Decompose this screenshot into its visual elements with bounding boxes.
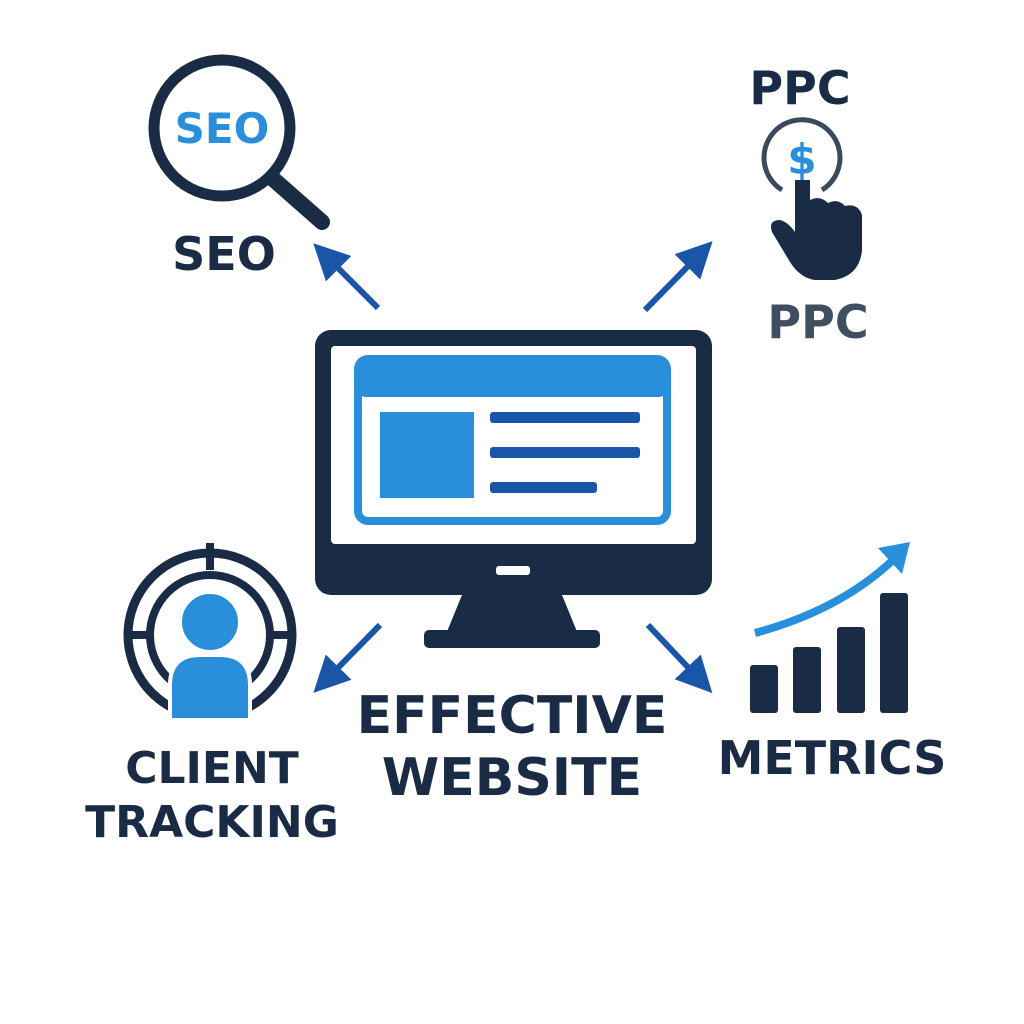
metrics-label: METRICS: [718, 731, 947, 785]
arrow-to-ppc: [642, 241, 713, 313]
arrow-to-seo: [313, 243, 381, 311]
ppc-hand-click-icon: [761, 117, 862, 280]
ppc-top-text: PPC: [749, 61, 850, 115]
seo-label: SEO: [172, 227, 276, 281]
metrics-bar: [750, 665, 778, 713]
client-label-line2: TRACKING: [85, 797, 339, 848]
center-title-line1: EFFECTIVE: [357, 686, 668, 746]
browser-window-icon: [354, 355, 671, 525]
arrow-to-client-tracking: [313, 622, 383, 693]
metrics-bar: [880, 593, 908, 713]
arrow-to-metrics: [645, 622, 713, 694]
metrics-bar: [793, 647, 821, 713]
seo-magnifier-icon: [148, 54, 330, 230]
monitor-icon: [315, 330, 712, 648]
seo-icon-text: SEO: [175, 104, 270, 153]
target-user-icon: [123, 543, 297, 722]
center-title-line2: WEBSITE: [382, 748, 642, 808]
dollar-icon: $: [787, 135, 816, 184]
bar-chart-growth-icon: [750, 542, 910, 713]
metrics-bar: [837, 627, 865, 713]
ppc-label: PPC: [767, 295, 868, 349]
client-label-line1: CLIENT: [125, 743, 299, 794]
